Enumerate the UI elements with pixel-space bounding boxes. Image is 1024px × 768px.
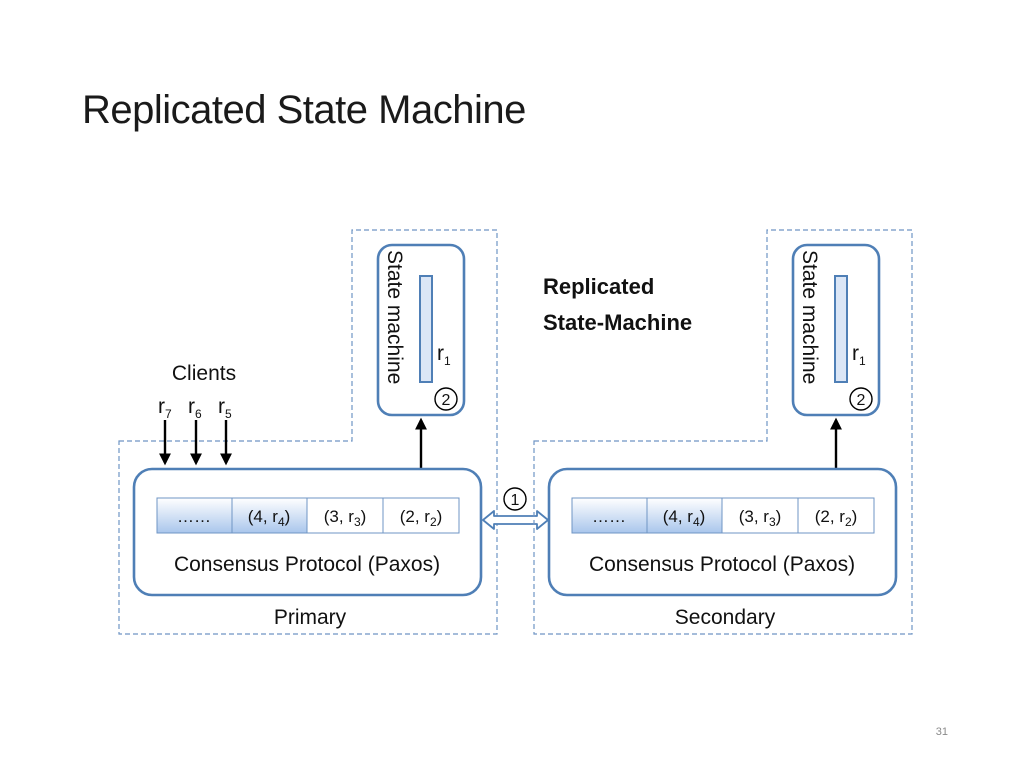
exchange-step-number: 1 xyxy=(511,492,520,509)
primary-log-cell-2 xyxy=(231,497,308,534)
secondary-protocol-label: Consensus Protocol (Paxos) xyxy=(589,553,855,576)
secondary-state-log-bar xyxy=(834,275,848,383)
primary-applied-request: r1 xyxy=(437,342,451,368)
diagram-heading-line2: State-Machine xyxy=(543,310,692,335)
primary-state-log-bar xyxy=(419,275,433,383)
exchange-step-badge xyxy=(503,487,527,511)
clients-group: Clients r7 r6 r5 xyxy=(158,362,236,466)
secondary-log-entry-3: (3, r3) xyxy=(739,507,782,529)
primary-protocol-label: Consensus Protocol (Paxos) xyxy=(174,553,440,576)
bidirectional-arrow-icon xyxy=(482,510,549,530)
primary-state-machine-label: State machine xyxy=(383,250,406,384)
slide-title: Replicated State Machine xyxy=(82,88,526,132)
primary-log-cell-4 xyxy=(382,497,460,534)
secondary-apply-step-badge xyxy=(849,387,873,411)
clients-label: Clients xyxy=(172,362,236,385)
secondary-log-entry-1: …… xyxy=(592,507,626,526)
secondary-log-cell-2 xyxy=(646,497,723,534)
secondary-dashed-boundary xyxy=(533,229,913,635)
replication-exchange: 1 xyxy=(482,487,549,530)
diagram-heading-line1: Replicated xyxy=(543,274,654,299)
secondary-node: State machine r1 2 …… (4, r4) (3, r3) (2… xyxy=(533,229,913,635)
page-number: 31 xyxy=(935,726,948,738)
primary-log-entry-1: …… xyxy=(177,507,211,526)
client-request-r5: r5 xyxy=(218,395,232,421)
secondary-node-label: Secondary xyxy=(675,606,776,629)
primary-log-cell-3 xyxy=(306,497,384,534)
secondary-applied-request: r1 xyxy=(852,342,866,368)
primary-node: State machine r1 2 …… (4, r4) (3, r3) (2… xyxy=(118,229,498,635)
secondary-log-entry-4: (2, r2) xyxy=(815,507,858,529)
secondary-log-entry-2: (4, r4) xyxy=(663,507,706,529)
secondary-state-machine-label: State machine xyxy=(798,250,821,384)
client-request-r6: r6 xyxy=(188,395,202,421)
primary-apply-step-number: 2 xyxy=(442,392,451,409)
secondary-apply-step-number: 2 xyxy=(857,392,866,409)
secondary-log-cell-4 xyxy=(797,497,875,534)
primary-log-entry-2: (4, r4) xyxy=(248,507,291,529)
primary-log-entry-3: (3, r3) xyxy=(324,507,367,529)
primary-dashed-boundary xyxy=(118,229,498,635)
primary-apply-step-badge xyxy=(434,387,458,411)
primary-log-entry-4: (2, r2) xyxy=(400,507,443,529)
primary-node-label: Primary xyxy=(274,606,347,629)
client-request-r7: r7 xyxy=(158,395,172,421)
secondary-log-cell-3 xyxy=(721,497,799,534)
